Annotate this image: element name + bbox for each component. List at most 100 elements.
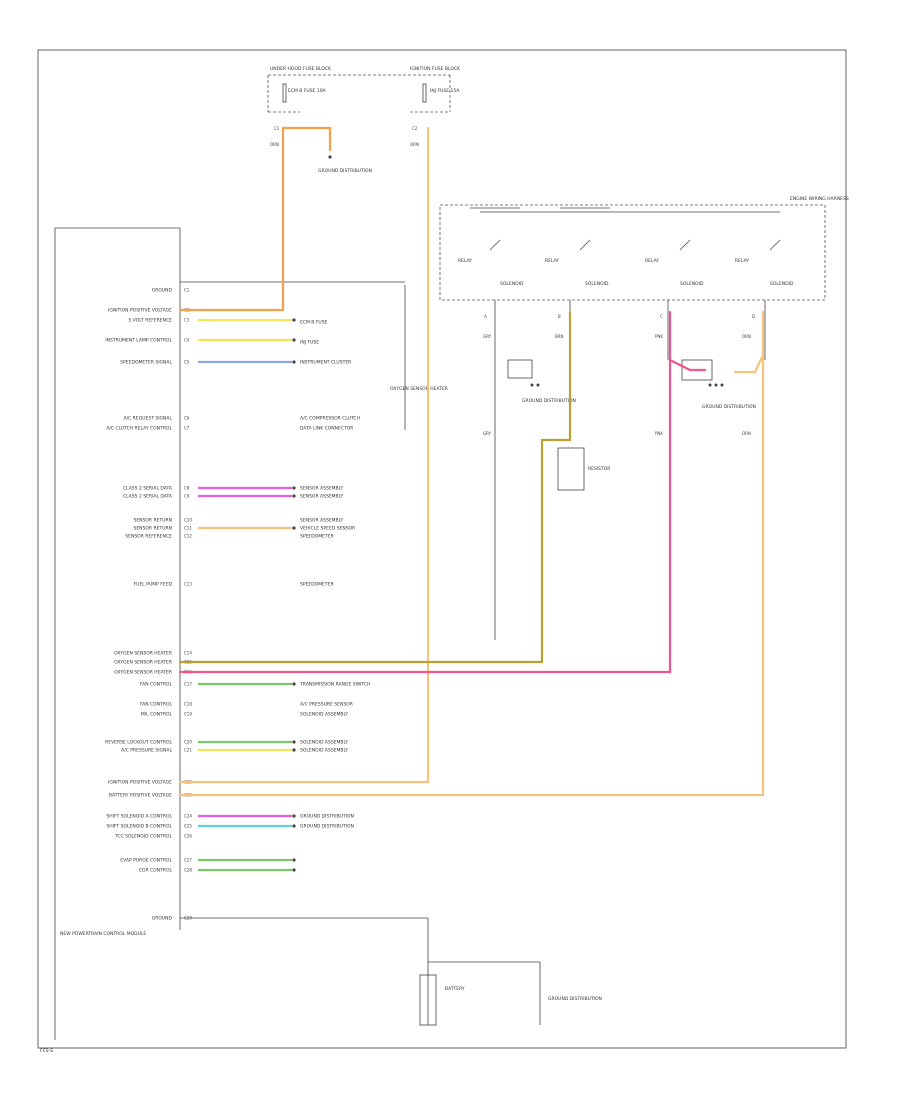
battery-area: BATTERY GROUND DISTRIBUTION NEW POWERTRA…: [40, 917, 602, 1054]
ground-dist-mid-label: GROUND DISTRIBUTION: [522, 398, 576, 404]
destination-label: INJ FUSE: [300, 340, 319, 346]
orange-wire-loop: [733, 353, 765, 374]
diagram-border: [37, 49, 847, 1049]
pcm-row-label: IGNITION POSITIVE VOLTAGE: [108, 308, 172, 314]
pcm-row-pin: C7: [184, 426, 190, 431]
pcm-row-label: EGR CONTROL: [139, 868, 172, 874]
pcm-row-label: SHIFT SOLENOID B CONTROL: [106, 824, 172, 830]
mid-devices: GROUND DISTRIBUTION RESISTOR GROUND DIST…: [390, 285, 756, 491]
svg-text:GRY: GRY: [483, 334, 492, 339]
relay-group-1: RELAY SOLENOID: [458, 239, 524, 287]
svg-text:GRY: GRY: [483, 431, 492, 436]
orange-wire-top: [178, 126, 332, 312]
svg-text:ORN: ORN: [410, 142, 419, 147]
light-orange-wire: [178, 126, 430, 784]
pcm-row-pin: C20: [184, 740, 192, 745]
svg-text:SOLENOID: SOLENOID: [680, 281, 704, 287]
pcm-title: NEW POWERTRAIN CONTROL MODULE: [60, 931, 146, 937]
destination-label: INSTRUMENT CLUSTER: [300, 360, 351, 366]
footer-code: FCS-S: [40, 1048, 53, 1054]
destination-label: SPEEDOMETER: [300, 582, 334, 588]
pcm-row-label: SENSOR REFERENCE: [125, 534, 172, 540]
pcm-row-pin: C26: [184, 834, 192, 839]
svg-text:A: A: [484, 314, 487, 319]
svg-text:RELAY: RELAY: [735, 258, 749, 264]
pcm-row-label: SPEEDOMETER SIGNAL: [120, 360, 172, 366]
destination-label: SENSOR ASSEMBLY: [300, 486, 344, 492]
pcm-row-terminal: [292, 824, 296, 828]
destination-label: SENSOR ASSEMBLY: [300, 518, 344, 524]
pcm-row-label: CLASS 2 SERIAL DATA: [123, 494, 173, 500]
pcm-row-terminal: [292, 494, 296, 498]
pink-wire-loop: [668, 358, 707, 372]
pcm-row-terminal: [292, 748, 296, 752]
svg-text:SOLENOID: SOLENOID: [585, 281, 609, 287]
resistor-label: RESISTOR: [588, 466, 610, 472]
pcm-row-label: A/C PRESSURE SIGNAL: [121, 748, 172, 754]
svg-text:C2: C2: [412, 126, 418, 131]
pcm-row-label: MIL CONTROL: [141, 712, 173, 718]
svg-text:RELAY: RELAY: [645, 258, 659, 264]
destination-label: ECM B FUSE: [300, 320, 328, 326]
pcm-row-pin: C24: [184, 814, 192, 819]
top-right-fuse-label: IGNITION FUSE BLOCK: [410, 66, 461, 72]
pcm-row-label: FUEL PUMP FEED: [134, 582, 173, 588]
ground-dist-top-label: GROUND DISTRIBUTION: [318, 168, 372, 174]
battery-label: BATTERY: [445, 986, 465, 992]
svg-text:SOLENOID: SOLENOID: [500, 281, 524, 287]
top-fuse-module: UNDER HOOD FUSE BLOCK IGNITION FUSE BLOC…: [267, 66, 461, 174]
pcm-row-terminal: [292, 318, 296, 322]
svg-text:PNK: PNK: [655, 334, 663, 339]
pcm-row-pin: C14: [184, 651, 192, 656]
pcm-row-terminal: [292, 486, 296, 490]
pcm-row-pin: C17: [184, 682, 192, 687]
pcm-row-pin: C12: [184, 534, 192, 539]
svg-text:SOLENOID: SOLENOID: [770, 281, 794, 287]
pcm-row-label: SHIFT SOLENOID A CONTROL: [106, 814, 172, 820]
destination-label: A/C PRESSURE SENSOR: [300, 702, 353, 708]
top-left-fuse-label: UNDER HOOD FUSE BLOCK: [270, 66, 332, 72]
pcm-row-pin: C9: [184, 494, 190, 499]
destination-label: SOLENOID ASSEMBLY: [300, 712, 348, 718]
major-wires: [178, 126, 765, 797]
pcm-row-label: REVERSE LOCKOUT CONTROL: [105, 740, 172, 746]
pcm-row-label: IGNITION POSITIVE VOLTAGE: [108, 780, 172, 786]
orange-wire-right: [178, 310, 765, 797]
pcm-row-label: TCC SOLENOID CONTROL: [114, 834, 173, 840]
svg-text:D: D: [752, 314, 755, 319]
svg-text:B: B: [558, 314, 561, 319]
svg-text:ORN: ORN: [742, 431, 751, 436]
pcm-row-pin: C13: [184, 582, 192, 587]
right-labels: ECM B FUSE INJ FUSE INSTRUMENT CLUSTER A/C …: [299, 320, 370, 830]
pcm-row-terminal: [292, 868, 296, 872]
pcm-row-pin: C19: [184, 712, 192, 717]
ecm-fuse-label: ECM B FUSE 10A: [288, 88, 327, 94]
relay-group-2: RELAY SOLENOID: [545, 239, 609, 287]
destination-label: A/C COMPRESSOR CLUTCH: [300, 416, 360, 422]
engine-harness-label: ENGINE WIRING HARNESS: [790, 196, 849, 202]
svg-text:ORN: ORN: [742, 334, 751, 339]
pcm-row-label: 5 VOLT REFERENCE: [128, 318, 172, 324]
pcm-row-pin: C27: [184, 858, 192, 863]
pcm-row-label: OXYGEN SENSOR HEATER: [114, 660, 172, 666]
svg-text:C: C: [660, 314, 663, 319]
pcm-connector: [54, 227, 405, 1040]
pcm-row-label: A/C CLUTCH RELAY CONTROL: [106, 426, 172, 432]
destination-label: GROUND DISTRIBUTION: [300, 814, 354, 820]
svg-text:BRN: BRN: [555, 334, 564, 339]
pcm-row-label: INSTRUMENT LAMP CONTROL: [105, 338, 172, 344]
pcm-row-label: FAN CONTROL: [140, 702, 173, 708]
heater-module-label: OXYGEN SENSOR HEATER: [390, 386, 448, 392]
pcm-row-label: GROUND: [152, 288, 173, 294]
destination-label: GROUND DISTRIBUTION: [300, 824, 354, 830]
pcm-row-terminal: [292, 814, 296, 818]
svg-text:RELAY: RELAY: [545, 258, 559, 264]
destination-label: SOLENOID ASSEMBLY: [300, 740, 348, 746]
relay-group-3: RELAY SOLENOID: [645, 239, 704, 287]
battery-side-label: GROUND DISTRIBUTION: [548, 996, 602, 1002]
svg-text:C1: C1: [274, 126, 280, 131]
pcm-row-label: OXYGEN SENSOR HEATER: [114, 670, 172, 676]
pcm-row-pin: C5: [184, 360, 190, 365]
destination-label: VEHICLE SPEED SENSOR: [300, 526, 355, 532]
pcm-row-label: OXYGEN SENSOR HEATER: [114, 651, 172, 657]
